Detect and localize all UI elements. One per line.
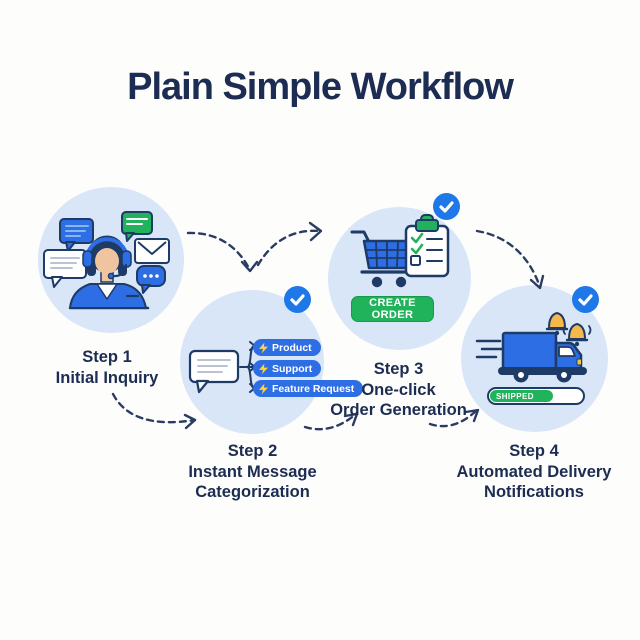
check-icon (290, 294, 305, 306)
lightning-bolt-icon (259, 342, 268, 353)
step2-complete-badge (284, 286, 311, 313)
step-title: Initial Inquiry (55, 368, 159, 387)
step-title: One-click (361, 380, 436, 399)
arrow-step3-to-step4 (475, 229, 545, 290)
check-icon (578, 294, 593, 306)
step3-complete-badge (433, 193, 460, 220)
step4-complete-badge (572, 286, 599, 313)
step-label: Step 3 (373, 360, 424, 378)
step3-caption: Step 3 One-click Order Generation (306, 359, 491, 421)
create-order-button[interactable]: CREATE ORDER (351, 296, 434, 322)
step-label: Step 4 (509, 442, 559, 460)
step2-caption: Step 2 Instant Message Categorization (160, 441, 345, 503)
page-title: Plain Simple Workflow (127, 66, 514, 108)
lightning-bolt-icon (259, 383, 268, 394)
step-title: Automated Delivery (456, 462, 612, 481)
tag-label: Feature Request (272, 382, 355, 395)
tag-support[interactable]: Support (253, 360, 322, 377)
tag-label: Product (272, 341, 312, 354)
step-title: Instant Message (188, 462, 317, 481)
shipped-status-label: SHIPPED (496, 391, 534, 401)
step4-caption: Step 4 Automated Delivery Notifications (436, 441, 632, 503)
tag-label: Support (272, 362, 313, 375)
tag-product[interactable]: Product (253, 339, 321, 356)
arrow-step1-to-step2 (186, 231, 259, 273)
check-icon (439, 201, 454, 213)
step-label: Step 2 (227, 442, 278, 460)
arrow-step1-to-step3 (256, 221, 323, 267)
step-label: Step 1 (82, 348, 132, 366)
arrow-step1-to-step2-lower (111, 392, 197, 430)
step1-caption: Step 1 Initial Inquiry (17, 347, 197, 388)
step-title: Notifications (484, 483, 584, 501)
step3-circle (328, 207, 471, 350)
step-title: Categorization (195, 483, 310, 501)
step-title: Order Generation (330, 401, 467, 419)
shipping-progress-fill: SHIPPED (490, 390, 553, 402)
lightning-bolt-icon (259, 363, 268, 374)
step1-circle (38, 187, 184, 333)
shipping-progress-bar: SHIPPED (487, 387, 585, 405)
tag-feature-request[interactable]: Feature Request (253, 380, 364, 397)
